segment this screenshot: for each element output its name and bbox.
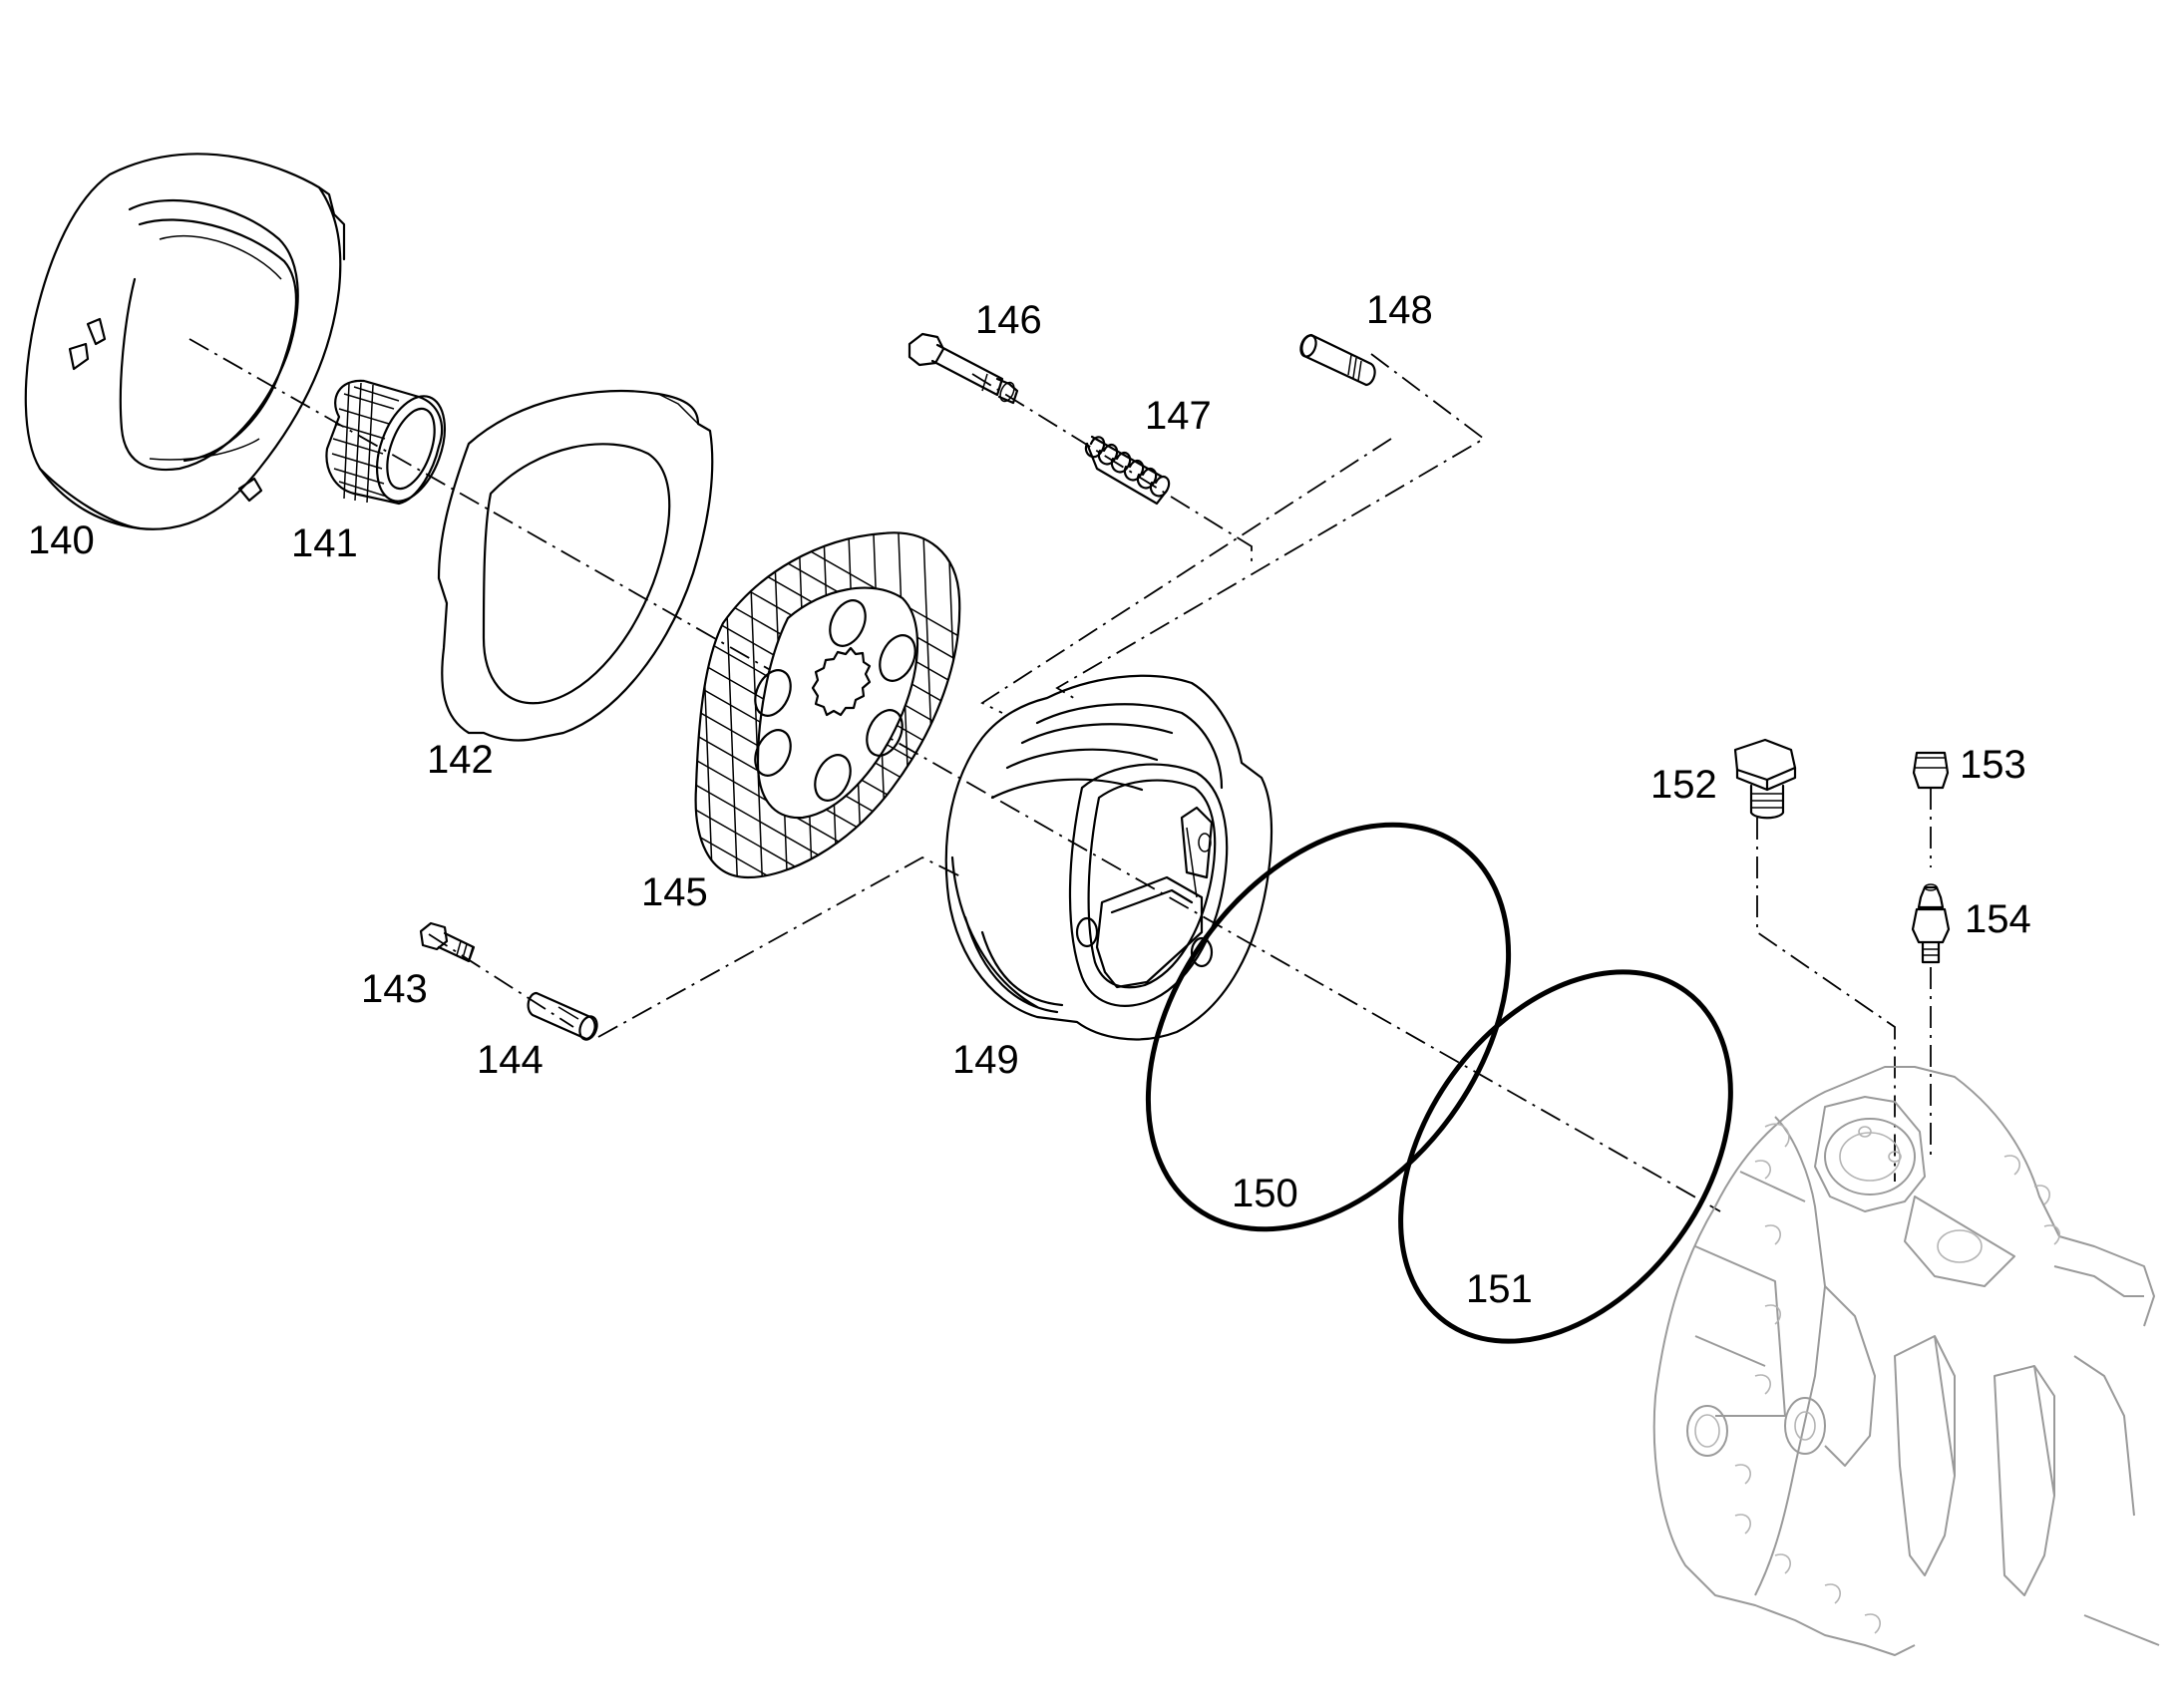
label-147: 147 [1145, 394, 1212, 438]
label-149: 149 [952, 1038, 1019, 1082]
part-140-carrier [24, 153, 346, 530]
label-144: 144 [477, 1038, 544, 1082]
part-146-bolt [908, 332, 1019, 405]
part-145-friction-disc [694, 531, 961, 879]
part-148-plug [1299, 333, 1376, 387]
part-153-cap [1912, 751, 1950, 790]
label-143: 143 [361, 967, 428, 1011]
part-143-screw [419, 921, 476, 963]
axle-housing [1652, 1066, 2160, 1656]
part-150-o-ring [1145, 822, 1512, 1232]
part-151-o-ring [1398, 969, 1733, 1344]
label-140: 140 [28, 518, 95, 562]
part-147-spring [1084, 435, 1171, 506]
label-150: 150 [1232, 1172, 1298, 1215]
part-144-sleeve [527, 991, 598, 1041]
label-146: 146 [975, 298, 1042, 342]
label-145: 145 [641, 870, 708, 914]
part-141-needle-bearing [325, 379, 446, 506]
part-149-piston-housing [944, 674, 1273, 1041]
part-152-hex-bolt [1733, 738, 1797, 820]
label-141: 141 [291, 521, 358, 565]
label-151: 151 [1466, 1267, 1533, 1311]
part-142-separator-plate [437, 389, 714, 742]
label-152: 152 [1650, 763, 1717, 807]
label-148: 148 [1366, 288, 1433, 332]
part-154-grease-nipple [1911, 883, 1951, 964]
label-153: 153 [1960, 743, 2026, 787]
label-154: 154 [1965, 897, 2031, 941]
label-142: 142 [427, 738, 494, 782]
assembly-centerlines [188, 338, 1932, 1212]
callout-labels: 140 141 142 143 144 145 146 147 148 149 … [28, 288, 2031, 1311]
